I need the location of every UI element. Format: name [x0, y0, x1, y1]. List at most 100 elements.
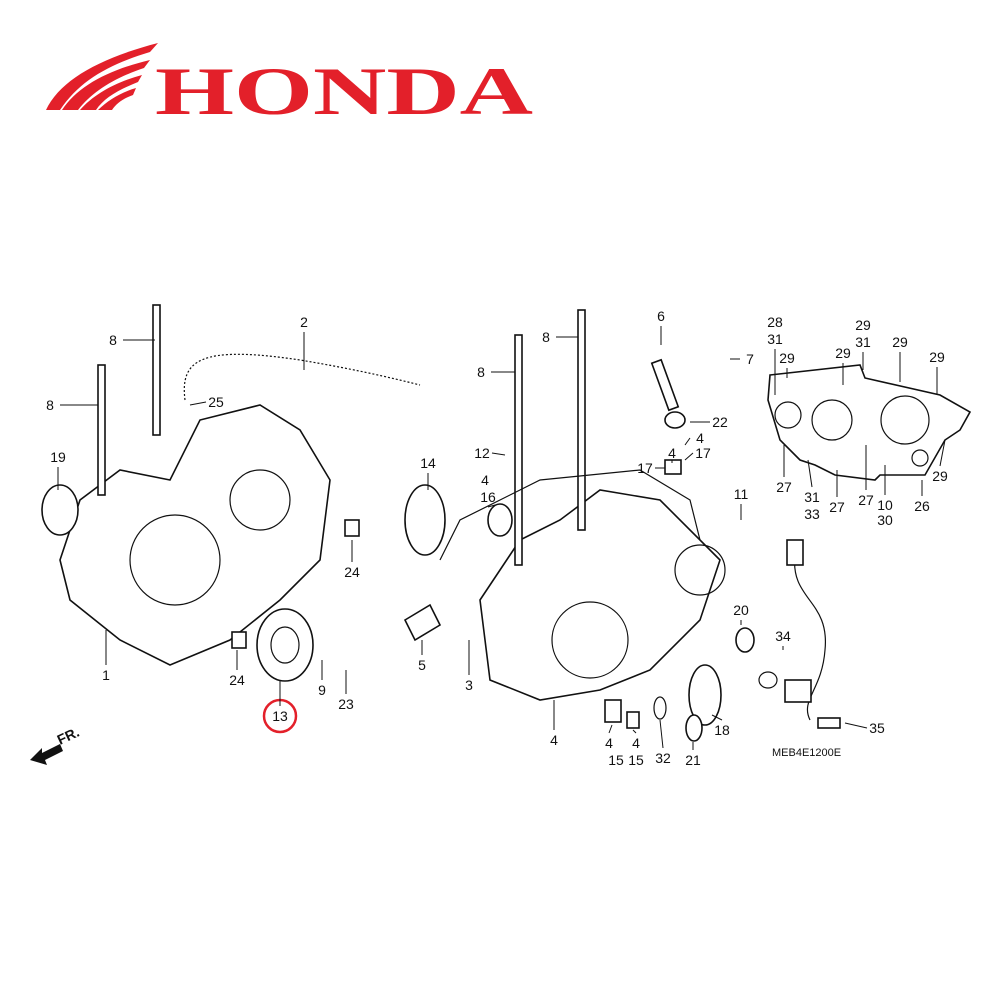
part-callout-13[interactable]: 13 [272, 708, 288, 724]
leader-line [844, 722, 868, 729]
part-callout-24[interactable]: 24 [229, 672, 245, 688]
oil-strainer [403, 603, 442, 642]
part-callout-25[interactable]: 25 [208, 394, 224, 410]
circlip [653, 696, 667, 720]
front-direction-label: FR. [55, 724, 82, 748]
leader-line [487, 504, 496, 508]
part-callout-4[interactable]: 4 [668, 445, 676, 461]
part-callout-10[interactable]: 10 [877, 497, 893, 513]
oil-seal [41, 484, 79, 536]
stud-bolt [152, 304, 161, 436]
part-callout-8[interactable]: 8 [542, 329, 550, 345]
part-callout-1[interactable]: 1 [102, 667, 110, 683]
leader-line [939, 439, 946, 467]
part-callout-4[interactable]: 4 [481, 472, 489, 488]
honda-wing-icon [46, 43, 158, 110]
bearing [256, 608, 314, 682]
connector [786, 539, 804, 566]
part-callout-32[interactable]: 32 [655, 750, 671, 766]
leader-line [684, 452, 694, 461]
part-callout-27[interactable]: 27 [829, 499, 845, 515]
bearing [626, 711, 640, 729]
sensor [784, 679, 812, 703]
oil-seal [685, 714, 703, 742]
part-callout-7[interactable]: 7 [746, 351, 754, 367]
part-callout-31[interactable]: 31 [767, 331, 783, 347]
part-callout-26[interactable]: 26 [914, 498, 930, 514]
part-callout-20[interactable]: 20 [733, 602, 749, 618]
bearing [404, 484, 446, 556]
shift-shaft [650, 358, 680, 412]
part-callout-5[interactable]: 5 [418, 657, 426, 673]
diagram-code: MEB4E1200E [772, 747, 841, 759]
part-callout-4[interactable]: 4 [605, 735, 613, 751]
part-callout-4[interactable]: 4 [696, 430, 704, 446]
honda-logo: HONDA [46, 43, 533, 129]
part-callout-29[interactable]: 29 [855, 317, 871, 333]
part-callout-11[interactable]: 11 [734, 486, 749, 502]
part-callout-17[interactable]: 17 [695, 445, 711, 461]
part-callout-8[interactable]: 8 [109, 332, 117, 348]
part-callout-12[interactable]: 12 [474, 445, 490, 461]
part-callout-24[interactable]: 24 [344, 564, 360, 580]
part-callout-29[interactable]: 29 [835, 345, 851, 361]
part-callout-19[interactable]: 19 [50, 449, 66, 465]
gasket [439, 469, 701, 561]
crankcase-cover-plate [767, 364, 972, 481]
dowel-pin [344, 519, 360, 537]
part-callout-31[interactable]: 31 [855, 334, 871, 350]
dowel-pin [231, 631, 247, 649]
part-callout-2[interactable]: 2 [300, 314, 308, 330]
bearing [604, 699, 622, 723]
part-callout-9[interactable]: 9 [318, 682, 326, 698]
part-callout-15[interactable]: 15 [628, 752, 644, 768]
part-callout-14[interactable]: 14 [420, 455, 436, 471]
part-callout-4[interactable]: 4 [632, 735, 640, 751]
part-callout-33[interactable]: 33 [804, 506, 820, 522]
stud-bolt [577, 309, 586, 531]
part-callout-3[interactable]: 3 [465, 677, 473, 693]
part-callout-18[interactable]: 18 [714, 722, 730, 738]
oil-seal [664, 411, 686, 429]
part-callout-8[interactable]: 8 [477, 364, 485, 380]
part-callout-27[interactable]: 27 [776, 479, 792, 495]
part-callout-28[interactable]: 28 [767, 314, 783, 330]
part-callout-16[interactable]: 16 [480, 489, 496, 505]
leader-line [711, 714, 723, 721]
part-callout-29[interactable]: 29 [932, 468, 948, 484]
bearing [487, 503, 513, 537]
bearing [735, 627, 755, 653]
part-callout-29[interactable]: 29 [929, 349, 945, 365]
breather-tube [183, 353, 421, 401]
part-callout-30[interactable]: 30 [877, 512, 893, 528]
part-callout-27[interactable]: 27 [858, 492, 874, 508]
oil-seal [688, 664, 722, 726]
bolt [817, 717, 841, 729]
part-callout-22[interactable]: 22 [712, 414, 728, 430]
part-callout-15[interactable]: 15 [608, 752, 624, 768]
o-ring [758, 671, 778, 689]
collar [664, 459, 682, 475]
brand-wordmark: HONDA [155, 53, 533, 129]
part-callout-21[interactable]: 21 [685, 752, 701, 768]
leader-line [807, 459, 813, 488]
stud-bolt [97, 364, 106, 496]
part-callout-34[interactable]: 34 [775, 628, 791, 644]
part-callout-8[interactable]: 8 [46, 397, 54, 413]
leader-line [491, 452, 506, 456]
part-callout-29[interactable]: 29 [779, 350, 795, 366]
part-callout-31[interactable]: 31 [804, 489, 820, 505]
part-callout-23[interactable]: 23 [338, 696, 354, 712]
stud-bolt [514, 334, 523, 566]
front-direction-arrow-icon: FR. [30, 724, 82, 765]
part-callout-6[interactable]: 6 [657, 308, 665, 324]
leader-line [684, 437, 691, 446]
part-callout-29[interactable]: 29 [892, 334, 908, 350]
part-callout-4[interactable]: 4 [550, 732, 558, 748]
right-crankcase [479, 489, 721, 701]
leader-line [189, 401, 207, 406]
part-callout-17[interactable]: 17 [637, 460, 653, 476]
part-callout-35[interactable]: 35 [869, 720, 885, 736]
